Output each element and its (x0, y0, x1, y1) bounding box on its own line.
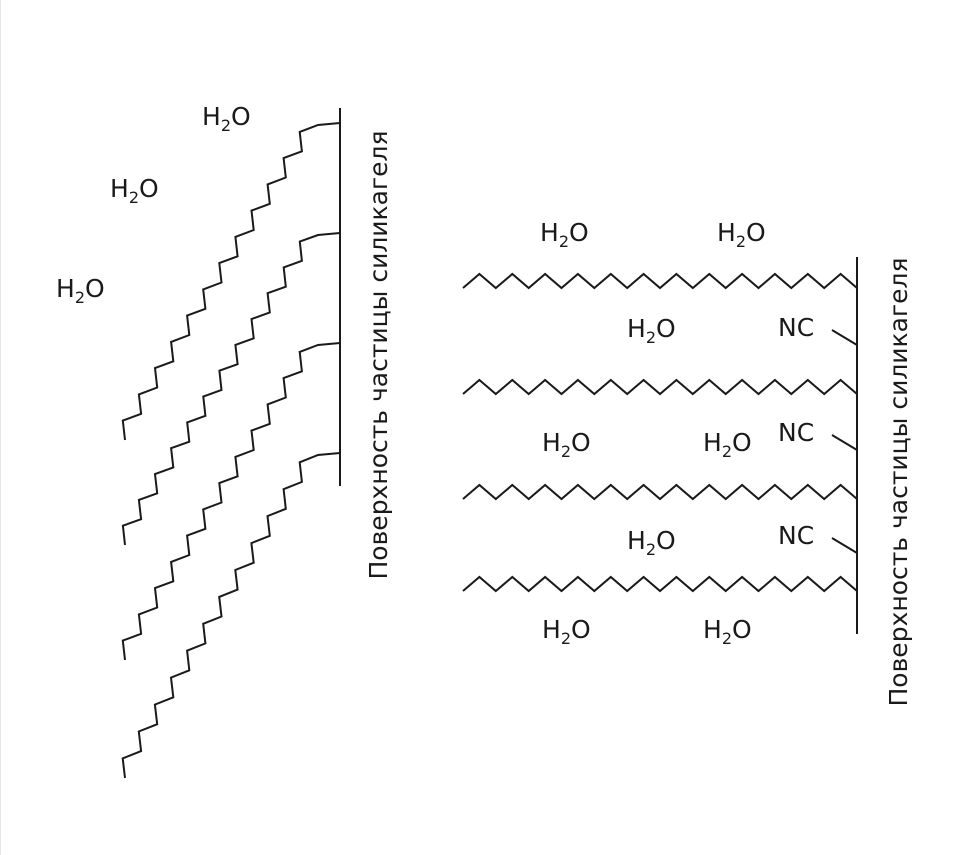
water-label: H2O (110, 174, 159, 207)
alkyl-chain (462, 378, 858, 396)
water-label: H2O (717, 218, 766, 251)
right-panel: NC NC NC H2O H2O H2O H2O H2O H2O H2O (462, 218, 913, 707)
nitrile-label: NC (778, 313, 814, 342)
alkyl-chain (121, 342, 341, 661)
water-label: H2O (540, 218, 589, 251)
nitrile-label: NC (778, 521, 814, 550)
alkyl-chain (121, 122, 341, 441)
alkyl-chain (121, 232, 341, 546)
water-label: H2O (542, 615, 591, 648)
alkyl-chain (462, 483, 858, 501)
alkyl-chain (462, 575, 858, 593)
nitrile-label: NC (778, 418, 814, 447)
nitrile-bonds (831, 329, 858, 554)
collapsed-alkyl-chains (121, 122, 341, 779)
water-label: H2O (627, 314, 676, 347)
surface-label-right: Поверхность частицы силикагеля (884, 257, 913, 706)
surface-label-left: Поверхность частицы силикагеля (364, 130, 393, 579)
water-label: H2O (56, 274, 105, 307)
water-label: H2O (703, 428, 752, 461)
water-label: H2O (627, 526, 676, 559)
alkyl-chain (121, 452, 341, 779)
nitrile-bond (831, 434, 858, 451)
water-label: H2O (202, 102, 251, 135)
nitrile-bond (831, 329, 858, 346)
alkyl-chain (462, 272, 858, 290)
nitrile-bond (831, 537, 858, 554)
extended-alkyl-chains (462, 272, 858, 593)
water-label: H2O (703, 615, 752, 648)
left-panel: H2O H2O H2O Поверхность частицы силикаге… (56, 102, 393, 779)
frame-edge (0, 0, 1, 855)
water-label: H2O (542, 428, 591, 461)
